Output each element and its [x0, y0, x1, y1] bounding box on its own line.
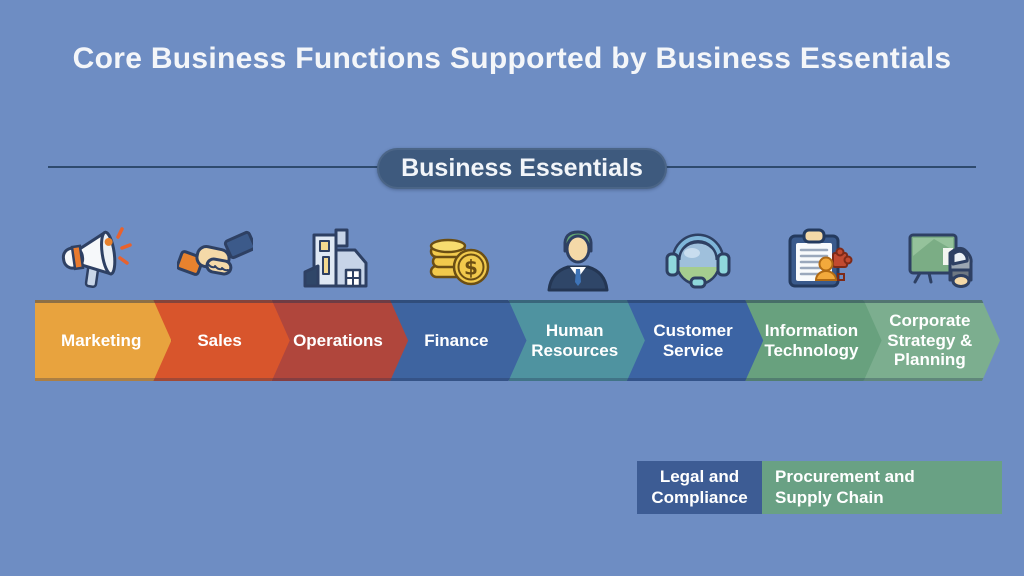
handshake-icon [177, 222, 253, 298]
segment-label: Operations [293, 330, 383, 350]
segment-information-technology: Information Technology [745, 300, 881, 381]
segment-label: Finance [424, 330, 489, 350]
segment-customer-service: Customer Service [627, 300, 763, 381]
svg-text:$: $ [464, 256, 478, 280]
coins-icon: $ [419, 222, 495, 298]
segment-human-resources: Human Resources [509, 300, 645, 381]
segment-finance: Finance [390, 300, 526, 381]
process-strip: Marketing Sales Operations Finance Human… [35, 300, 1000, 381]
segment-marketing: Marketing [35, 300, 171, 381]
employee-icon [540, 222, 616, 298]
segment-label: Human [545, 320, 604, 340]
box-label: Legal and [659, 467, 740, 487]
segment-label: Information [764, 320, 859, 340]
megaphone-icon [57, 222, 133, 298]
segment-label: Customer [653, 320, 733, 340]
segment-corporate-strategy: Corporate Strategy & Planning [864, 300, 1000, 381]
legal-compliance-box: Legal and Compliance [637, 461, 762, 514]
board-truck-icon [902, 222, 978, 298]
banner-label: Business Essentials [401, 154, 643, 182]
segment-label: Corporate [889, 311, 971, 331]
segment-operations: Operations [272, 300, 408, 381]
procurement-supply-chain-box: Procurement and Supply Chain [762, 461, 1002, 514]
business-essentials-banner: Business Essentials [377, 148, 667, 189]
page-title: Core Business Functions Supported by Bus… [72, 42, 952, 75]
segment-sales: Sales [153, 300, 289, 381]
headset-icon [660, 222, 736, 298]
box-label: Procurement and [775, 467, 915, 487]
clipboard-puzzle-icon [781, 222, 857, 298]
segment-label: Marketing [61, 330, 142, 350]
segment-label: Sales [197, 330, 242, 350]
factory-icon [298, 222, 374, 298]
